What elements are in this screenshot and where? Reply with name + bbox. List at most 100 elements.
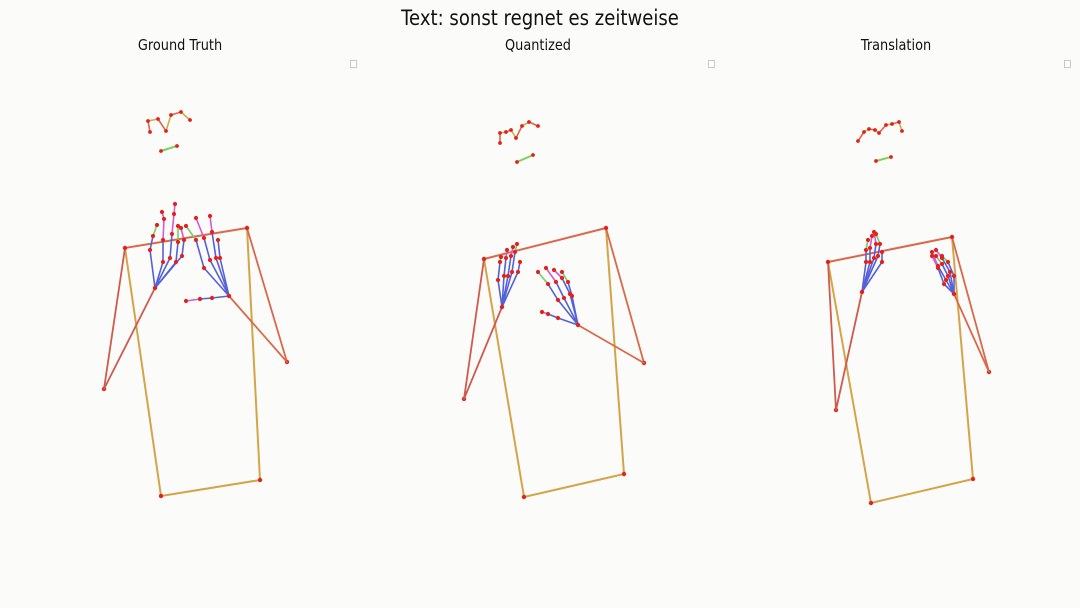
hand-joint bbox=[543, 265, 549, 271]
face-mouth-line bbox=[516, 154, 534, 163]
hand-finger-bone bbox=[537, 271, 549, 285]
torso-right bbox=[246, 227, 261, 481]
hand-joint bbox=[565, 279, 571, 285]
hand-finger-bone bbox=[497, 261, 501, 281]
joint-point bbox=[874, 159, 878, 163]
hand-joint bbox=[498, 254, 504, 260]
joint-point bbox=[164, 129, 168, 133]
hand-finger-bone bbox=[195, 239, 205, 269]
panel-title: Ground Truth bbox=[137, 36, 223, 54]
torso-left bbox=[124, 247, 162, 497]
panel-quantized: Quantized bbox=[358, 0, 718, 608]
face-mouth-line bbox=[875, 156, 892, 162]
panel-title: Translation bbox=[860, 36, 932, 54]
hand-joint bbox=[929, 253, 935, 259]
joint-point bbox=[148, 130, 152, 134]
hand-joint bbox=[933, 247, 939, 253]
hand-finger-bone bbox=[545, 267, 557, 283]
hand-joint bbox=[150, 233, 156, 239]
joint-point bbox=[889, 155, 893, 159]
joint-point bbox=[146, 119, 150, 123]
hand-palm-bone bbox=[501, 271, 513, 308]
hand-palm-bone bbox=[219, 257, 230, 297]
body-joint bbox=[825, 259, 831, 265]
hand-joint bbox=[561, 295, 567, 301]
hand-finger-bone bbox=[547, 283, 559, 301]
hand-finger-bone bbox=[195, 217, 205, 239]
hand-wrist-joint bbox=[859, 289, 865, 295]
hand-joint bbox=[945, 259, 951, 265]
hand-joint bbox=[215, 237, 221, 243]
hand-joint bbox=[508, 253, 514, 259]
joint-point bbox=[156, 117, 160, 121]
hand-joint bbox=[178, 225, 184, 231]
hand-joint bbox=[879, 259, 885, 265]
hand-joint bbox=[867, 245, 873, 251]
hand-finger-bone bbox=[217, 239, 221, 259]
hand-joint bbox=[197, 296, 203, 302]
hand-finger-bone bbox=[503, 257, 507, 277]
hip-line bbox=[870, 478, 974, 504]
hand-joint bbox=[951, 273, 957, 279]
hand-joint bbox=[183, 298, 189, 304]
panel-ground-truth: Ground Truth bbox=[0, 0, 360, 608]
joint-point bbox=[884, 123, 888, 127]
face-brow-line bbox=[515, 125, 523, 139]
hand-joint bbox=[939, 253, 945, 259]
forearm-right bbox=[228, 295, 288, 363]
hand-joint bbox=[160, 237, 166, 243]
upper-arm-left bbox=[103, 247, 126, 390]
torso-right bbox=[605, 227, 625, 475]
hand-finger-bone bbox=[185, 298, 201, 302]
forearm-right bbox=[577, 324, 645, 364]
body-joint bbox=[244, 225, 250, 231]
hand-joint bbox=[873, 231, 879, 237]
hand-joint bbox=[501, 273, 507, 279]
pose-skeleton-quantized bbox=[461, 120, 647, 500]
face-brow-line bbox=[157, 118, 167, 132]
hand-joint bbox=[869, 233, 875, 239]
hand-joint bbox=[559, 269, 565, 275]
joint-point bbox=[890, 122, 894, 126]
body-joint bbox=[621, 471, 627, 477]
hand-joint bbox=[497, 259, 503, 265]
hand-joint bbox=[175, 223, 181, 229]
face-mouth-line bbox=[160, 145, 178, 152]
hand-joint bbox=[873, 241, 879, 247]
panel-title: Quantized bbox=[505, 36, 571, 54]
hand-palm-bone bbox=[557, 317, 579, 326]
joint-point bbox=[856, 139, 860, 143]
hand-joint bbox=[933, 253, 939, 259]
hand-joint bbox=[209, 295, 215, 301]
hand-wrist-joint bbox=[152, 285, 158, 291]
joint-point bbox=[536, 124, 540, 128]
joint-point bbox=[527, 120, 531, 124]
face-brow-line bbox=[165, 114, 172, 132]
hip-line bbox=[160, 479, 261, 497]
hand-finger-bone bbox=[947, 261, 955, 277]
panel-corner-marker bbox=[1064, 60, 1071, 68]
joint-point bbox=[897, 120, 901, 124]
hand-joint bbox=[535, 269, 541, 275]
hand-joint bbox=[569, 293, 575, 299]
hand-palm-bone bbox=[209, 259, 230, 297]
hand-joint bbox=[504, 247, 510, 253]
hand-joint bbox=[154, 222, 160, 228]
hand-joint bbox=[559, 275, 565, 281]
hand-joint bbox=[147, 247, 153, 253]
body-joint bbox=[949, 234, 955, 240]
hand-joint bbox=[161, 216, 167, 222]
joint-point bbox=[867, 127, 871, 131]
hand-joint bbox=[217, 255, 223, 261]
hand-joint bbox=[509, 269, 515, 275]
hand-palm-bone bbox=[501, 271, 519, 308]
hand-joint bbox=[207, 257, 213, 263]
hand-joint bbox=[160, 259, 166, 265]
shoulder-line bbox=[483, 227, 607, 260]
hand-finger-bone bbox=[169, 233, 173, 259]
hand-joint bbox=[545, 281, 551, 287]
hand-finger-bone bbox=[507, 255, 512, 277]
panel-translation: Translation bbox=[716, 0, 1076, 608]
joint-point bbox=[862, 130, 866, 134]
hand-joint bbox=[209, 229, 215, 235]
